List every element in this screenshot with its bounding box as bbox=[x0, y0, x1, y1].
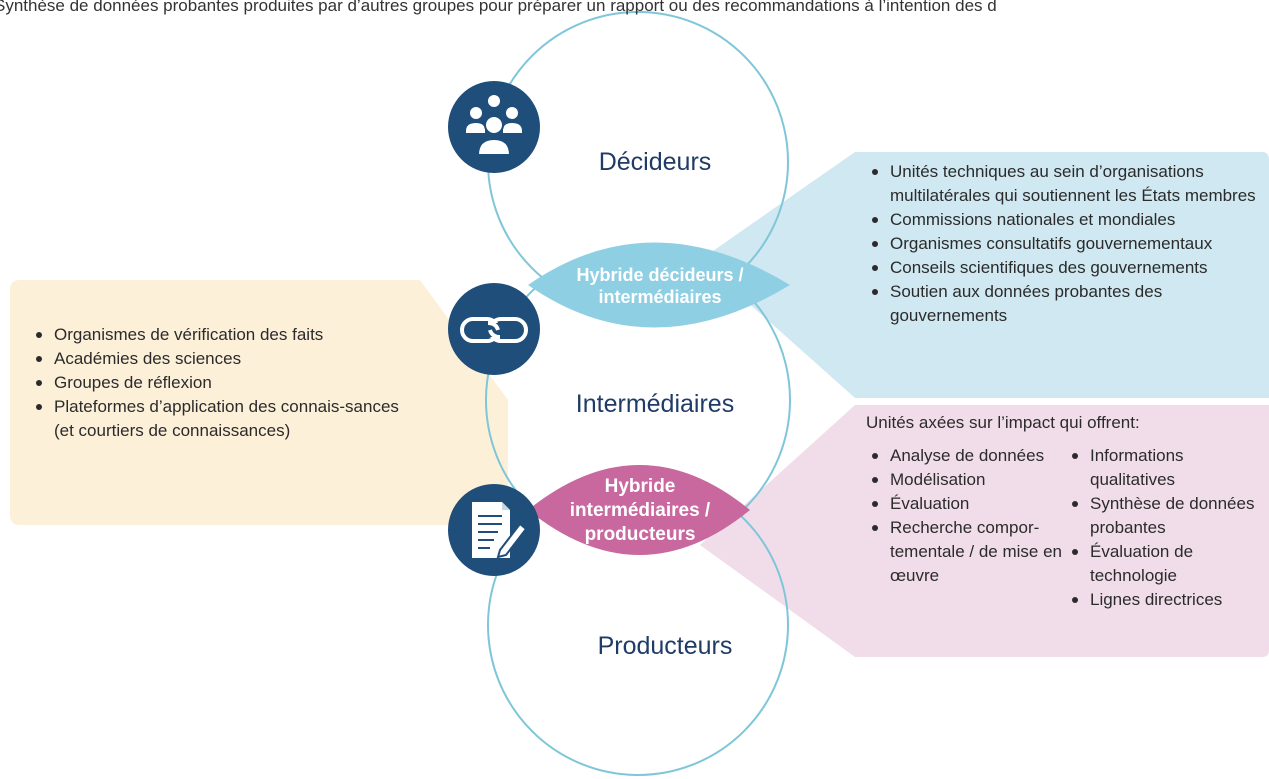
left-panel: Organismes de vérification des faits Aca… bbox=[32, 323, 402, 443]
people-group-icon bbox=[448, 81, 540, 173]
hybrid-lower-label: Hybride intermédiaires / producteurs bbox=[540, 475, 740, 547]
intro-text: Synthèse de données probantes produites … bbox=[0, 0, 997, 15]
hybrid-lower-line2: intermédiaires / bbox=[569, 500, 711, 521]
lower-right-panel-background bbox=[700, 405, 1269, 657]
list-item: Plateformes d’application des connais-sa… bbox=[32, 395, 402, 443]
upper-right-panel-background bbox=[700, 152, 1269, 398]
list-item: Lignes directrices bbox=[1068, 588, 1263, 612]
list-item: Conseils scientifiques des gouvernements bbox=[868, 256, 1263, 280]
list-item: Synthèse de données probantes bbox=[1068, 492, 1263, 540]
list-item: Évaluation de technologie bbox=[1068, 540, 1263, 588]
lower-right-col1: Analyse de données Modélisation Évaluati… bbox=[868, 444, 1068, 588]
decision-makers-label: Décideurs bbox=[598, 148, 712, 176]
list-item: Commissions nationales et mondiales bbox=[868, 208, 1263, 232]
hybrid-upper-line2: intermédiaires bbox=[598, 287, 722, 307]
list-item: Unités techniques au sein d’organisation… bbox=[868, 160, 1263, 208]
list-item: Évaluation bbox=[868, 492, 1068, 516]
document-pen-icon bbox=[448, 484, 540, 576]
lower-right-heading: Unités axées sur l’impact qui offrent: bbox=[866, 413, 1140, 432]
chain-link-icon bbox=[448, 283, 540, 375]
intermediaries-label: Intermédiaires bbox=[575, 390, 735, 418]
list-item: Organismes de vérification des faits bbox=[32, 323, 402, 347]
list-item: Recherche compor-tementale / de mise en … bbox=[868, 516, 1068, 588]
producers-label: Producteurs bbox=[597, 632, 733, 660]
hybrid-upper-lens bbox=[528, 242, 790, 328]
list-item: Groupes de réflexion bbox=[32, 371, 402, 395]
list-item: Analyse de données bbox=[868, 444, 1068, 468]
list-item: Soutien aux données probantes des gouver… bbox=[868, 280, 1263, 328]
list-item: Académies des sciences bbox=[32, 347, 402, 371]
list-item: Informations qualitatives bbox=[1068, 444, 1263, 492]
hybrid-lower-lens bbox=[528, 465, 750, 555]
list-item: Modélisation bbox=[868, 468, 1068, 492]
upper-right-panel: Unités techniques au sein d’organisation… bbox=[868, 160, 1263, 328]
left-panel-background bbox=[10, 280, 508, 525]
hybrid-lower-line3: producteurs bbox=[584, 524, 696, 545]
hybrid-upper-label: Hybride décideurs / intermédiaires bbox=[545, 264, 775, 308]
hybrid-upper-line1: Hybride décideurs / bbox=[576, 265, 744, 285]
list-item: Organismes consultatifs gouvernementaux bbox=[868, 232, 1263, 256]
hybrid-lower-line1: Hybride bbox=[604, 476, 676, 497]
lower-right-col2: Informations qualitatives Synthèse de do… bbox=[1068, 444, 1263, 612]
